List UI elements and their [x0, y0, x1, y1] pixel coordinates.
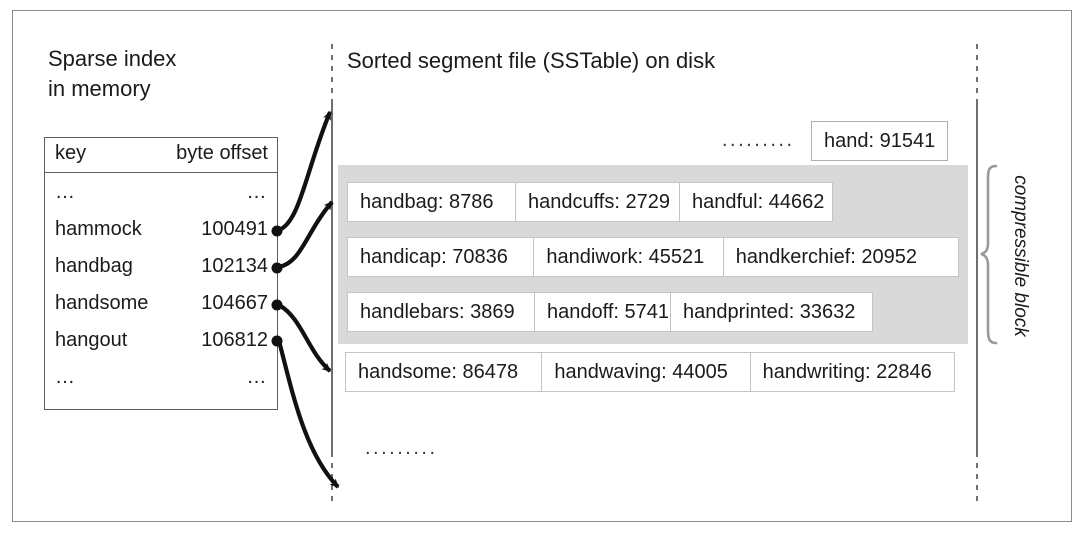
- sstable-row: handlebars: 3869 handoff: 5741 handprint…: [347, 292, 873, 332]
- sstable-row: handsome: 86478 handwaving: 44005 handwr…: [345, 352, 955, 392]
- index-offset: 102134: [201, 255, 268, 277]
- sstable-entry: handicap: 70836: [348, 238, 535, 276]
- table-row: … …: [45, 364, 277, 401]
- column-header-byte-offset: byte offset: [176, 142, 268, 164]
- sstable-entry: handprinted: 33632: [683, 300, 856, 323]
- index-key: …: [55, 181, 77, 203]
- index-offset: …: [246, 181, 268, 203]
- compressible-block-label-text: compressible block: [1010, 175, 1031, 337]
- sstable-row: handbag: 8786 handcuffs: 2729 handful: 4…: [347, 182, 833, 222]
- sparse-index-caption: Sparse index in memory: [48, 46, 177, 101]
- sstable-entry: handkerchief: 20952: [735, 245, 918, 268]
- sstable-entry: handoff: 5741: [535, 293, 672, 331]
- index-key: …: [55, 366, 77, 388]
- index-key: hammock: [55, 218, 142, 240]
- sstable-entry: handbag: 8786: [348, 183, 516, 221]
- sparse-index-table: key byte offset … … hammock 100491 handb…: [44, 137, 278, 410]
- column-header-key: key: [55, 142, 87, 164]
- table-row: handsome 104667: [45, 290, 277, 327]
- sstable-entry: handlebars: 3869: [348, 293, 536, 331]
- sstable-entry: handful: 44662: [692, 190, 825, 213]
- sstable-caption: Sorted segment file (SSTable) on disk: [347, 48, 716, 73]
- index-key: handbag: [55, 255, 133, 277]
- sstable-top-ellipsis: .........: [722, 129, 795, 151]
- table-row: hammock 100491: [45, 216, 277, 253]
- table-row: hangout 106812: [45, 327, 277, 364]
- sstable-entry: handsome: 86478: [346, 353, 543, 391]
- compressible-block-label: compressible block: [1008, 168, 1032, 344]
- index-key: hangout: [55, 329, 128, 351]
- index-offset: …: [246, 366, 268, 388]
- sstable-entry: handwriting: 22846: [762, 360, 932, 383]
- sstable-bottom-ellipsis: .........: [365, 437, 438, 459]
- index-offset: 104667: [201, 292, 268, 314]
- index-offset: 106812: [201, 329, 268, 351]
- sstable-entry: handwaving: 44005: [542, 353, 751, 391]
- table-row: … …: [45, 179, 277, 216]
- sstable-entry-hand: hand: 91541: [811, 121, 949, 161]
- sparse-index-body: … … hammock 100491 handbag 102134 handso…: [45, 173, 277, 409]
- index-offset: 100491: [201, 218, 268, 240]
- sparse-index-header-row: key byte offset: [45, 138, 277, 173]
- table-row: handbag 102134: [45, 253, 277, 290]
- sstable-entry: handcuffs: 2729: [516, 183, 680, 221]
- sstable-entry: handiwork: 45521: [534, 238, 724, 276]
- index-key: handsome: [55, 292, 149, 314]
- sstable-row: handicap: 70836 handiwork: 45521 handker…: [347, 237, 959, 277]
